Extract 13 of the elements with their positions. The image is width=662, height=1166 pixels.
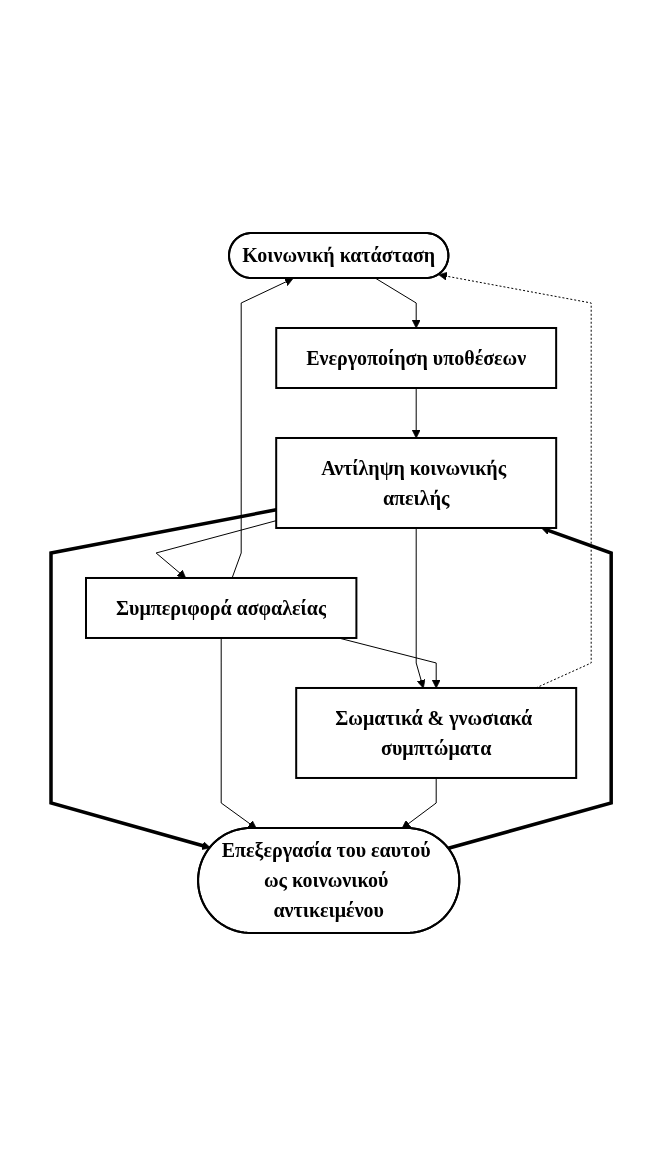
arrow (438, 271, 592, 689)
arrow (401, 777, 437, 829)
arrow (375, 278, 421, 329)
arrow (155, 520, 277, 579)
arrow (415, 527, 426, 689)
node-box: Συμπεριφορά ασφαλείας (84, 577, 358, 639)
arrow (231, 277, 294, 579)
arrow (220, 637, 257, 829)
node-box: Σωματικά & γνωσιακά συμπτώματα (295, 687, 578, 779)
arrow (411, 387, 421, 439)
arrow (49, 508, 277, 850)
node-box: Αντίληψη κοινωνικής απειλής (275, 437, 558, 529)
node-box: Ενεργοποίηση υποθέσεων (275, 327, 558, 389)
